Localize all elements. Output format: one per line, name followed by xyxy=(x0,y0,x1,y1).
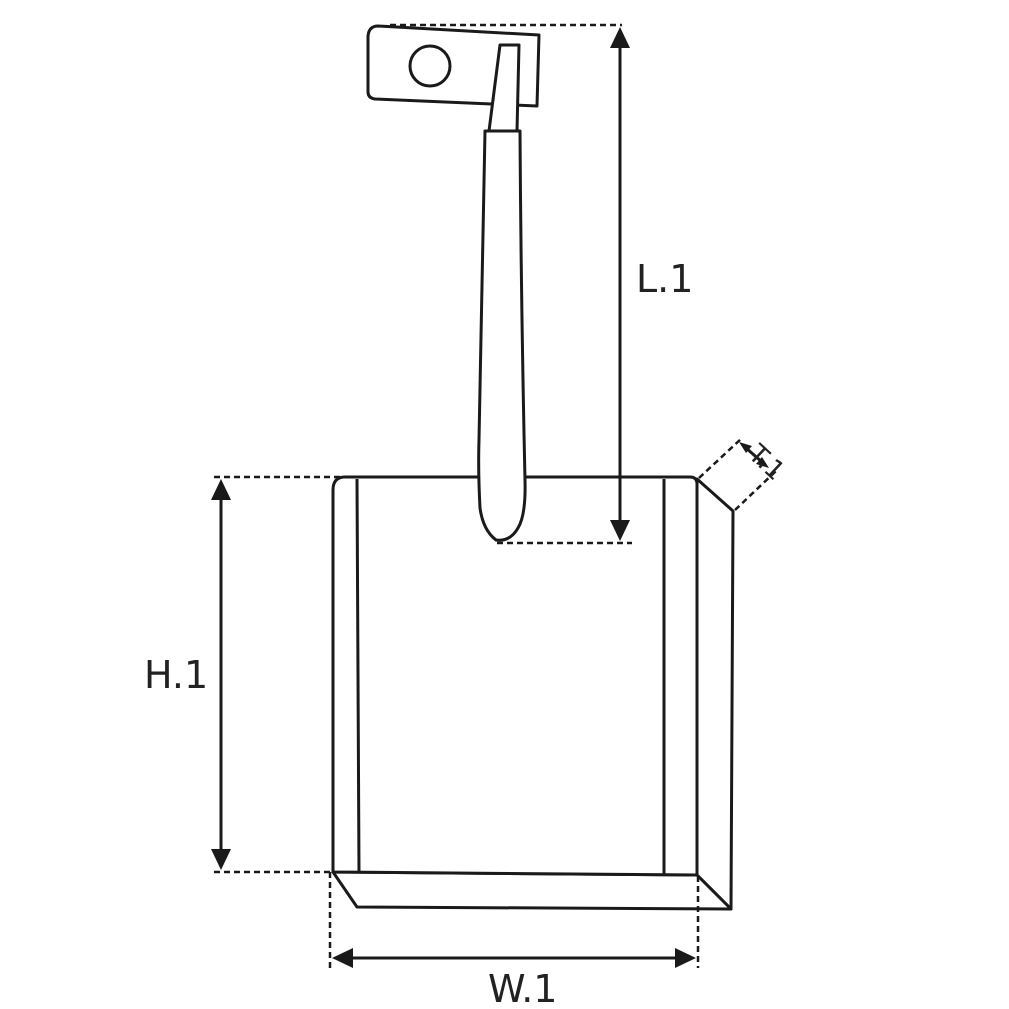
terminal-hole xyxy=(408,44,452,88)
shunt-wire-insulation xyxy=(477,129,527,542)
brush-block xyxy=(331,475,735,911)
brush-front-face xyxy=(331,475,699,877)
brush-side-face xyxy=(695,477,735,911)
thickness-arrow-right xyxy=(756,457,769,468)
length-arrow-bottom xyxy=(610,520,630,541)
width-arrow-right xyxy=(675,948,696,968)
brush-left-chamfer-line xyxy=(355,478,361,874)
height-label: H.1 xyxy=(144,653,208,697)
height-arrow-bottom xyxy=(211,849,231,870)
terminal-crimp xyxy=(487,43,521,133)
terminal xyxy=(366,24,541,133)
height-dimension: H.1 xyxy=(144,475,380,874)
thickness-arrow-left xyxy=(739,442,752,453)
length-dimension: L.1 xyxy=(390,23,693,545)
length-arrow-top xyxy=(610,27,630,48)
thickness-dimension-line xyxy=(745,446,763,464)
height-arrow-top xyxy=(211,479,231,500)
brush-bottom-face xyxy=(331,870,733,911)
shunt-lead xyxy=(477,129,527,542)
width-arrow-left xyxy=(332,948,353,968)
thickness-extension-left xyxy=(698,437,743,479)
width-label: W.1 xyxy=(488,967,557,1009)
length-label: L.1 xyxy=(636,257,693,301)
width-dimension: W.1 xyxy=(328,872,700,1009)
